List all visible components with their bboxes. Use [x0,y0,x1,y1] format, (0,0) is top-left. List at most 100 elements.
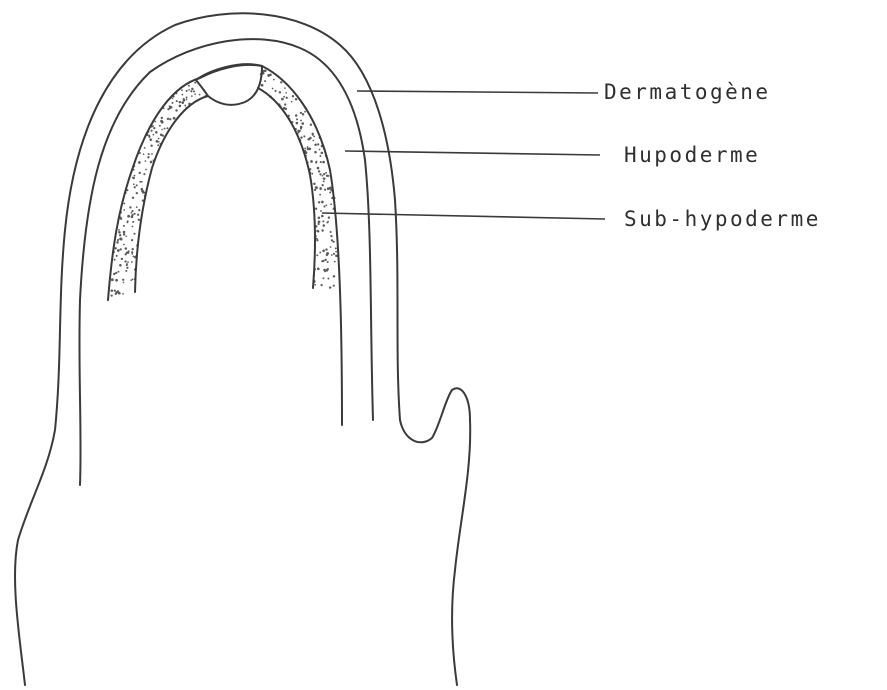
stipple-dot [326,175,328,177]
stipple-dot [281,98,284,101]
stipple-dot [179,101,181,103]
stipple-dot [327,278,329,280]
stipple-dot [145,160,147,162]
stipple-dot [123,231,126,234]
stipple-dot [116,255,118,257]
stipple-dot [322,249,325,252]
stipple-dot [132,197,134,199]
stipple-dot [176,100,178,102]
stipple-dot [272,88,274,90]
stipple-dot [121,258,123,260]
stipple-dot [155,131,158,134]
stipple-dot [111,278,114,281]
stipple-dot [285,108,287,110]
stipple-dot [291,101,293,103]
stipple-dot [116,241,119,244]
stipple-dot [310,160,313,163]
stipple-dot [326,269,329,272]
stipple-dot [119,234,121,236]
stipple-dot [131,239,133,241]
stipple-dot [128,250,130,252]
stipple-dot [133,256,135,258]
stipple-dot [119,264,122,267]
stipple-dot [150,145,152,147]
stipple-dot [315,207,317,209]
stipple-dot [335,247,337,249]
stipple-dot [319,149,321,151]
stipple-dot [321,229,323,231]
stipple-dot [133,183,135,185]
stipple-dot [314,284,316,286]
stipple-dot [318,217,321,220]
stipple-dot [166,127,168,129]
stipple-dot [125,270,127,272]
stipple-dot [115,279,118,282]
label-hypoderme: Hupoderme [624,143,760,167]
stipple-dot [161,121,164,124]
stipple-dot [151,130,153,132]
stipple-dot [123,209,125,211]
stipple-dot [324,189,326,191]
stipple-dot [320,161,322,163]
stipple-dot [325,259,327,261]
stipple-dot [321,184,323,186]
stipple-dot [325,248,327,250]
stipple-dot [161,129,163,131]
stipple-dot [326,204,328,206]
stipple-dot [193,90,195,92]
stipple-dot [307,146,309,148]
stipple-dot [327,221,329,223]
stipple-dot [322,175,324,177]
stipple-dot [131,253,133,255]
stipple-dot [169,118,171,120]
stipple-dot [194,82,196,84]
stipple-dot [181,101,184,104]
stipple-dot [172,97,174,99]
stipple-dot [321,215,324,218]
stipple-dot [186,90,188,92]
stipple-dot [311,133,313,135]
stipple-dot [118,229,120,231]
stipple-dot [127,215,130,218]
stipple-dot [283,96,285,98]
stipple-dot [143,173,145,175]
stipple-dot [122,293,124,295]
stipple-dot [280,81,282,83]
stipple-dot [148,153,150,155]
stipple-dot [269,74,271,76]
stipple-dot [303,135,305,137]
stipple-dot [157,144,159,146]
stipple-dot [315,162,317,164]
stipple-dot [151,153,153,155]
stipple-dot [300,126,303,129]
stipple-dot [188,89,190,91]
stipple-dot [330,246,332,248]
stipple-dot [123,233,125,235]
stipple-dot [304,148,306,150]
stipple-dot [329,286,331,288]
stipple-dot [123,244,125,246]
stipple-dot [114,259,116,261]
stipple-dot [175,109,177,111]
stipple-dot [330,235,332,237]
stipple-dot [325,172,327,174]
stipple-dot [122,279,124,281]
stipple-dot [132,248,134,250]
stipple-dot [127,261,129,263]
stipple-dot [131,212,133,214]
stipple-dot [162,135,164,137]
stipple-dot [126,252,128,254]
stipple-dot [323,205,325,207]
stipple-dot [169,105,171,107]
stipple-dot [318,170,320,172]
stipple-dot [115,247,117,249]
stipple-dot [114,290,116,292]
stipple-dot [153,134,155,136]
stipple-dot [261,84,264,87]
stipple-dot [300,120,302,122]
stipple-dot [124,260,126,262]
stipple-dot [285,92,287,94]
stipple-dot [279,91,281,93]
stipple-dot [126,267,128,269]
